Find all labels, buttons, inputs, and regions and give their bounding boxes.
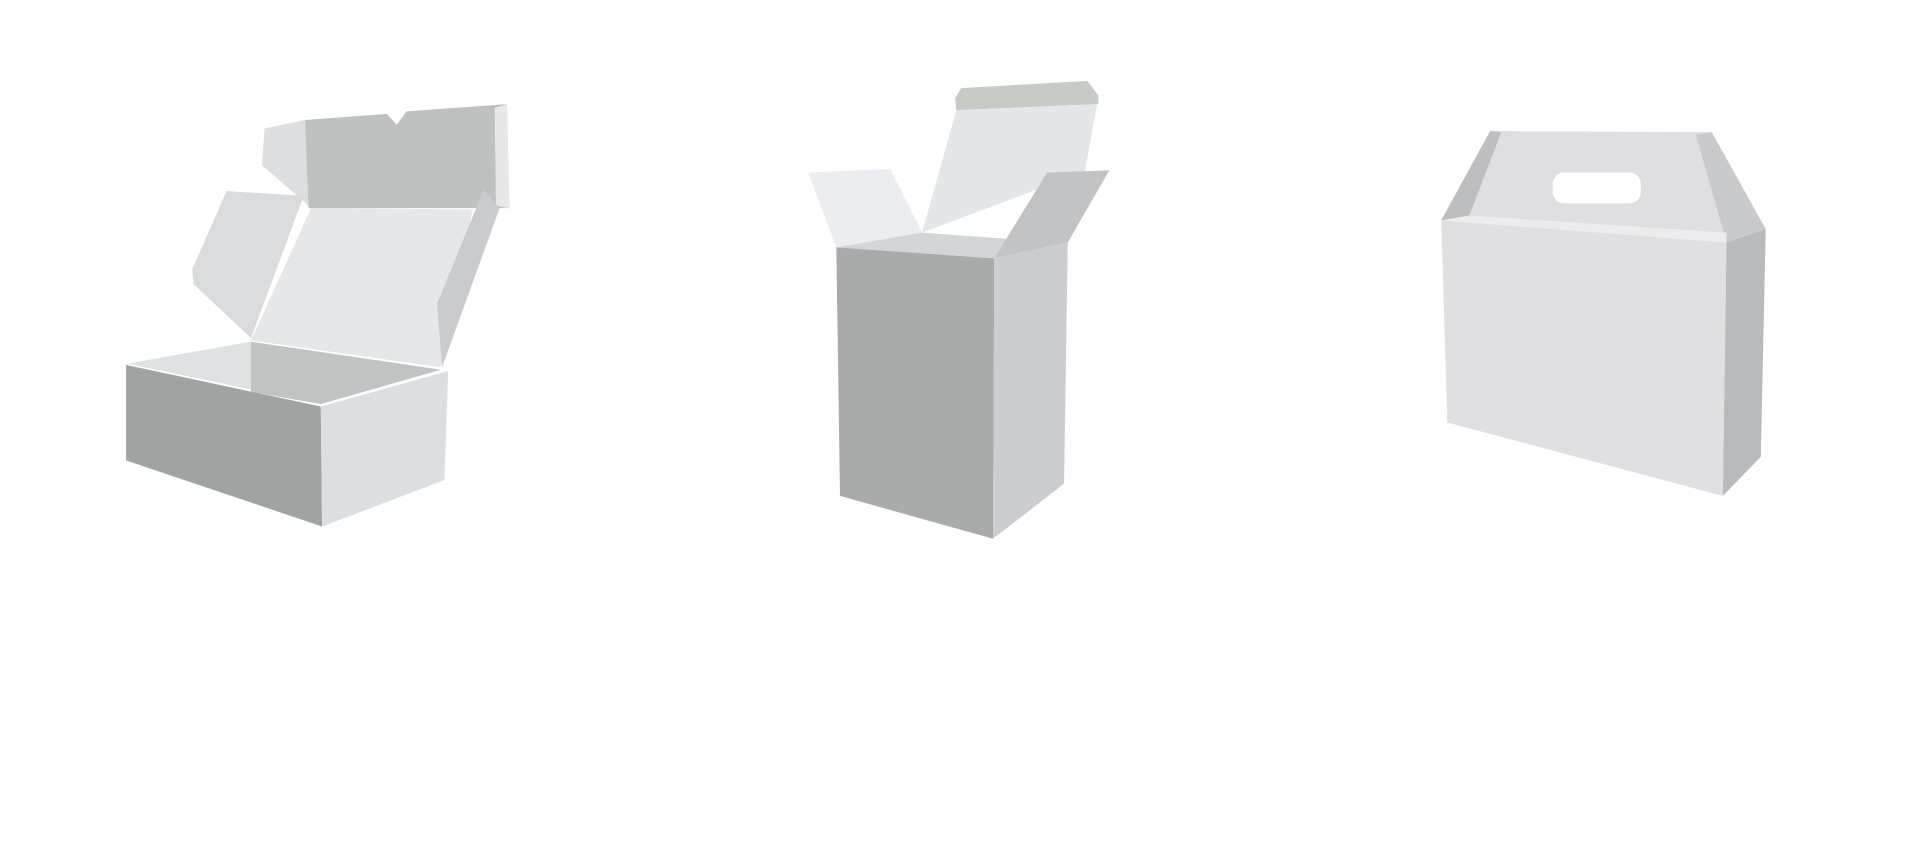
tuck-end-box xyxy=(808,80,1110,539)
open-mailer-box xyxy=(126,104,510,527)
box-front-left xyxy=(126,364,323,527)
back-flap xyxy=(922,104,1098,233)
left-dust-flap xyxy=(192,191,304,338)
gable-box xyxy=(1441,131,1766,496)
top-rim xyxy=(836,232,1007,259)
lid-edge xyxy=(494,104,510,209)
inner-bottom xyxy=(127,341,321,405)
box-side xyxy=(1722,228,1766,496)
right-flap xyxy=(994,170,1110,259)
box-front-right xyxy=(320,371,449,527)
lid-side-flap xyxy=(262,119,309,206)
right-dust-flap xyxy=(437,189,500,368)
tuck-tab xyxy=(955,80,1099,111)
left-gable xyxy=(1441,131,1502,221)
handle-hole xyxy=(1552,172,1641,204)
top-edge xyxy=(1441,215,1727,243)
box-front xyxy=(1441,220,1727,496)
inner-back-wall xyxy=(251,341,441,405)
lid-back-panel xyxy=(304,104,510,209)
box-side xyxy=(993,242,1068,539)
right-gable xyxy=(1695,132,1766,243)
left-flap xyxy=(808,168,923,248)
box-front xyxy=(836,247,995,539)
lid-inner-panel xyxy=(251,208,473,368)
